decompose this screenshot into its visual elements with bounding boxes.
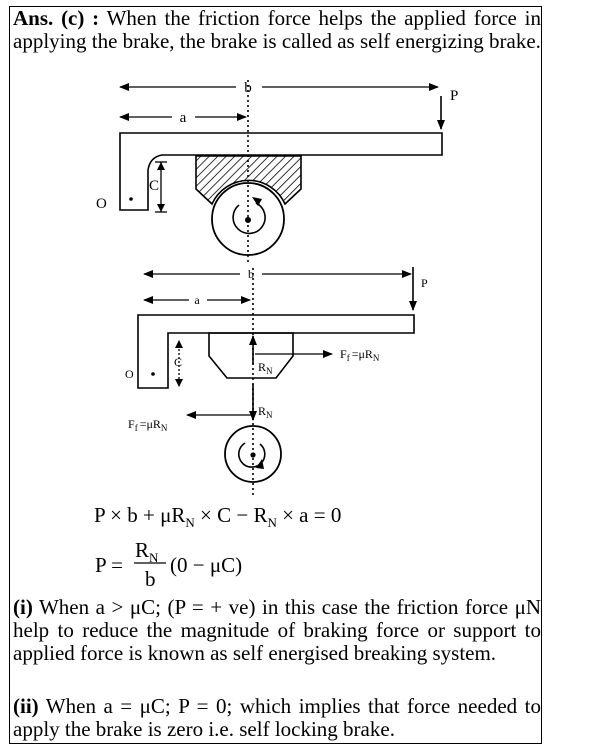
- force-p-label: P: [421, 276, 428, 290]
- point-ii-label: (ii): [13, 694, 39, 718]
- force-equation-lhs: P =: [95, 553, 123, 577]
- pivot-label: O: [125, 367, 134, 381]
- dim-a-label: a: [180, 110, 187, 126]
- point-i-label: (i): [13, 595, 33, 619]
- intro-paragraph: Ans. (c) : When the friction force helps…: [13, 7, 541, 53]
- reaction-label-drum: RN: [258, 404, 273, 420]
- moment-equation: P × b + μRN × C − RN × a = 0: [94, 503, 342, 530]
- rotation-arrow: [238, 442, 266, 468]
- pivot-label: O: [96, 196, 107, 212]
- dim-b-label: b: [244, 80, 252, 96]
- rotation-arrow: [232, 202, 266, 235]
- force-equation-denominator: b: [145, 567, 156, 591]
- friction-force-left-label: Ff=μRN: [128, 417, 168, 433]
- force-p-label: P: [450, 88, 458, 104]
- answer-box: [9, 6, 542, 744]
- figure-1: b a P O C: [96, 80, 458, 262]
- point-ii-paragraph: (ii) When a = μC; P = 0; which implies t…: [13, 695, 541, 741]
- dim-c-label: C: [174, 355, 182, 369]
- point-i-text: When a > μC; (P = + ve) in this case the…: [13, 595, 541, 665]
- reaction-label-shoe: RN: [258, 360, 273, 376]
- drum-center: [250, 452, 256, 458]
- force-equation-rest: (0 − μC): [170, 553, 243, 577]
- point-i-paragraph: (i) When a > μC; (P = + ve) in this case…: [13, 596, 541, 665]
- dim-b-label: b: [248, 267, 254, 281]
- dim-c-label: C: [149, 178, 159, 194]
- friction-force-right-label: Ff=μRN: [340, 347, 380, 363]
- brake-drum: [224, 425, 282, 483]
- point-ii-text: When a = μC; P = 0; which implies that f…: [13, 694, 541, 741]
- brake-shoe: [208, 332, 294, 379]
- brake-lever: [137, 314, 415, 389]
- answer-label: Ans. (c) :: [13, 6, 100, 30]
- dim-a-label: a: [194, 293, 200, 307]
- pivot-point: [129, 197, 133, 201]
- force-equation-numerator: RN: [135, 538, 159, 565]
- figure-2: b a P O C Ff=μRN RN RN Ff=μRN: [125, 267, 428, 496]
- pivot-point: [151, 372, 155, 376]
- intro-text: When the friction force helps the applie…: [13, 6, 541, 53]
- brake-lever: [119, 132, 443, 211]
